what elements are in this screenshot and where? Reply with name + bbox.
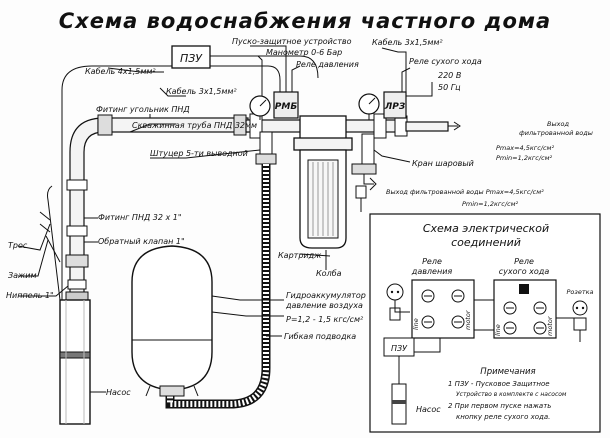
e-motor-2: motor	[546, 315, 554, 336]
manometer-right	[358, 93, 380, 120]
label-fiting-ugol: Фитинг угольник ПНД	[96, 105, 190, 114]
e-line-1: line	[412, 318, 420, 330]
label-gibkaya: Гибкая подводка	[284, 332, 356, 341]
electric-scheme: Схема электрической соединений Реле давл…	[369, 213, 601, 433]
e-note2-b: кнопку реле сухого хода.	[456, 413, 550, 421]
svg-text:РМБ: РМБ	[275, 102, 298, 112]
svg-text:ПЗУ: ПЗУ	[180, 52, 203, 65]
cable-4x15	[61, 65, 172, 318]
label-pmax1: Рmax=4,5кгс/см²	[496, 144, 554, 152]
dry-run-relay: ЛРЗ	[383, 91, 407, 119]
label-truba: Скважинная труба ПНД 32мм	[132, 121, 257, 130]
label-voltage: 220 В	[438, 71, 461, 80]
e-note1-a: 1 ПЗУ - Пусковое Защитное	[448, 380, 550, 388]
label-tros: Трос	[8, 241, 28, 250]
label-fiting-pnd: Фитинг ПНД 32 х 1"	[98, 213, 182, 222]
label-shtucer: Штуцер 5-ти выводной	[150, 149, 248, 158]
hydroaccumulator	[131, 245, 213, 397]
label-pusk: Пуско-защитное устройство	[232, 37, 352, 46]
well-pump	[59, 299, 91, 425]
electric-title-b: соединений	[451, 236, 521, 249]
page-title: Схема водоснабжения частного дома	[59, 9, 551, 33]
label-manometer: Манометр 0-6 Бар	[266, 48, 342, 57]
e-nasos: Насос	[416, 405, 441, 414]
label-rele-davl: Реле давления	[296, 60, 359, 69]
svg-text:ЛРЗ: ЛРЗ	[384, 102, 406, 112]
label-frequency: 50 Гц	[438, 83, 461, 92]
label-cable-3x15-a: Кабель 3х1,5мм²	[166, 87, 237, 96]
label-kartridzh: Картридж	[278, 251, 322, 260]
label-cable-4x15: Кабель 4х1,5мм²	[85, 67, 156, 76]
label-obratny: Обратный клапан 1"	[98, 237, 185, 246]
e-note1-b: Устройство в комплекте с насосом	[456, 391, 567, 398]
ball-valve	[351, 133, 377, 212]
label-gidro-a: Гидроаккумулятор	[286, 291, 366, 300]
manometer-left	[249, 95, 271, 120]
label-kran: Кран шаровый	[412, 159, 474, 168]
label-pmin1: Рmin=1,2кгс/см²	[496, 154, 553, 162]
label-vyhod1-b: фильтрованной воды	[519, 129, 593, 137]
e-note-title: Примечания	[480, 367, 535, 377]
electric-title-a: Схема электрической	[423, 222, 549, 235]
label-pmin2: Рmin=1,2кгс/см²	[462, 200, 519, 208]
label-gidro-b: давление воздуха	[285, 301, 363, 310]
e-rele-davl-b: давления	[411, 267, 453, 276]
flexible-hose	[165, 164, 271, 409]
label-rele-sux: Реле сухого хода	[409, 57, 482, 66]
e-rozetka: Розетка	[566, 288, 593, 296]
label-cable-3x15-b: Кабель 3х1,5мм²	[372, 38, 443, 47]
label-kolba: Колба	[316, 269, 342, 278]
label-vyhod2: Выход фильтрованной воды Рmax=4,5кгс/см²	[386, 188, 544, 196]
pressure-relay: РМБ	[273, 91, 299, 119]
label-gidro-p: Р=1,2 - 1,5 кгс/см²	[286, 315, 364, 324]
e-rele-sux-b: сухого хода	[499, 267, 550, 276]
label-nasos: Насос	[106, 388, 131, 397]
label-vyhod1-a: Выход	[547, 120, 569, 128]
e-line-2: line	[494, 324, 502, 336]
e-rele-sux-a: Реле	[514, 257, 534, 266]
e-note2-a: 2 При первом пуске нажать	[448, 402, 551, 410]
rope	[39, 185, 61, 301]
pzu-box: ПЗУ	[171, 45, 211, 69]
e-pzu: ПЗУ	[391, 344, 408, 353]
e-motor-1: motor	[464, 309, 472, 330]
filter-housing	[293, 115, 353, 249]
e-rele-davl-a: Реле	[422, 257, 442, 266]
label-zazhim: Зажим	[8, 271, 36, 280]
label-nippel: Ниппель 1"	[6, 291, 54, 300]
